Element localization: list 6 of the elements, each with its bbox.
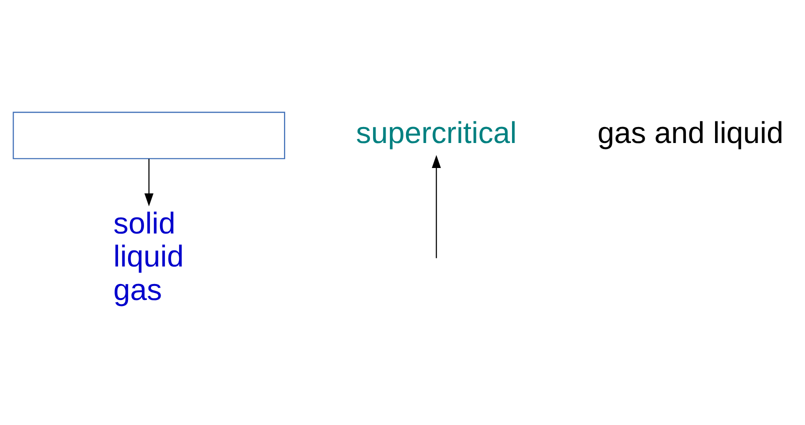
- label: gas and liquid: [596, 116, 783, 150]
- arrow: [144, 158, 153, 206]
- arrow: [431, 154, 440, 258]
- node-box: [12, 111, 285, 159]
- node-text: supercritical: [356, 116, 516, 150]
- node-text: solid liquid gas: [112, 206, 184, 307]
